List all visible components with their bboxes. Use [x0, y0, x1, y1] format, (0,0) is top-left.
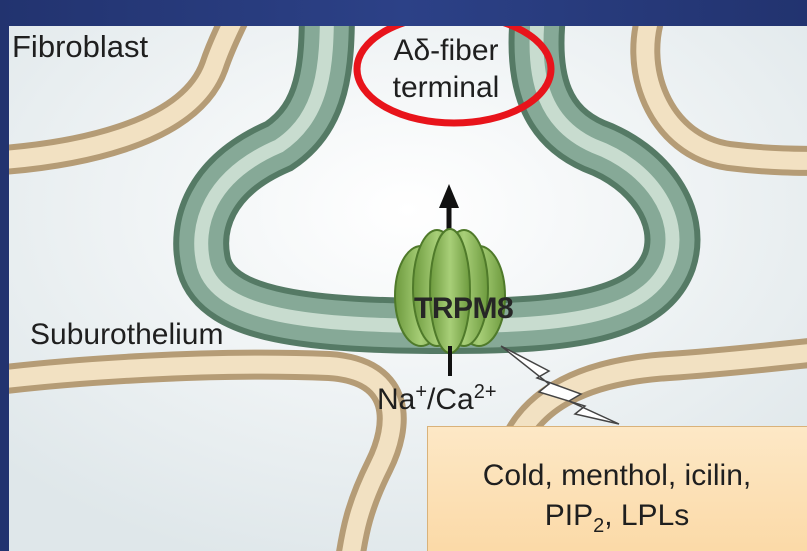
- ion-na: Na: [377, 383, 415, 416]
- fiber-label-line2: terminal: [371, 69, 521, 106]
- diagram-panel: Fibroblast Aδ-fiber terminal Suburotheli…: [9, 26, 807, 551]
- ion-na-charge: +: [415, 381, 427, 403]
- stimuli-line1: Cold, menthol, icilin,: [428, 459, 806, 493]
- ion-ca-charge: 2+: [474, 381, 497, 403]
- ions-label: Na+/Ca2+: [377, 381, 497, 417]
- trpm8-label: TRPM8: [414, 292, 513, 326]
- fiber-label-line1: Aδ-fiber: [371, 32, 521, 69]
- stimuli-line2: PIP2, LPLs: [428, 499, 806, 538]
- stimuli-box: Cold, menthol, icilin, PIP2, LPLs: [427, 426, 807, 551]
- suburothelium-label: Suburothelium: [30, 318, 223, 352]
- fiber-terminal-label: Aδ-fiber terminal: [371, 32, 521, 106]
- stimuli-pip: PIP: [545, 499, 593, 532]
- ion-ca: /Ca: [427, 383, 474, 416]
- stimuli-pip-subscript: 2: [593, 515, 604, 537]
- fibroblast-label: Fibroblast: [12, 29, 148, 65]
- stimuli-lpls: , LPLs: [604, 499, 689, 532]
